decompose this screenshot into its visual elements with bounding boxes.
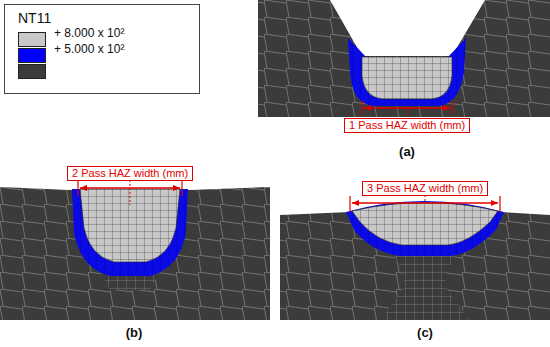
dimension-label: 1 Pass HAZ width (mm): [349, 119, 465, 132]
dimension-label: 3 Pass HAZ width (mm): [367, 182, 483, 195]
panel-label: (c): [417, 325, 433, 340]
panel-label: (a): [399, 144, 415, 159]
legend-value: + 8.000 x 10²: [54, 26, 124, 40]
dimension-label-box: 1 Pass HAZ width (mm): [344, 118, 470, 133]
panel-label: (b): [126, 325, 143, 340]
legend-heading: NT11: [18, 10, 51, 26]
dimension-label: 2 Pass HAZ width (mm): [72, 167, 188, 180]
dimension-label-box: 2 Pass HAZ width (mm): [67, 166, 193, 181]
legend-swatch: [18, 64, 46, 79]
dimension-label-box: 3 Pass HAZ width (mm): [362, 181, 488, 196]
legend-swatch: [18, 48, 46, 63]
legend-swatch: [18, 32, 46, 47]
legend-value: + 5.000 x 10²: [54, 42, 124, 56]
